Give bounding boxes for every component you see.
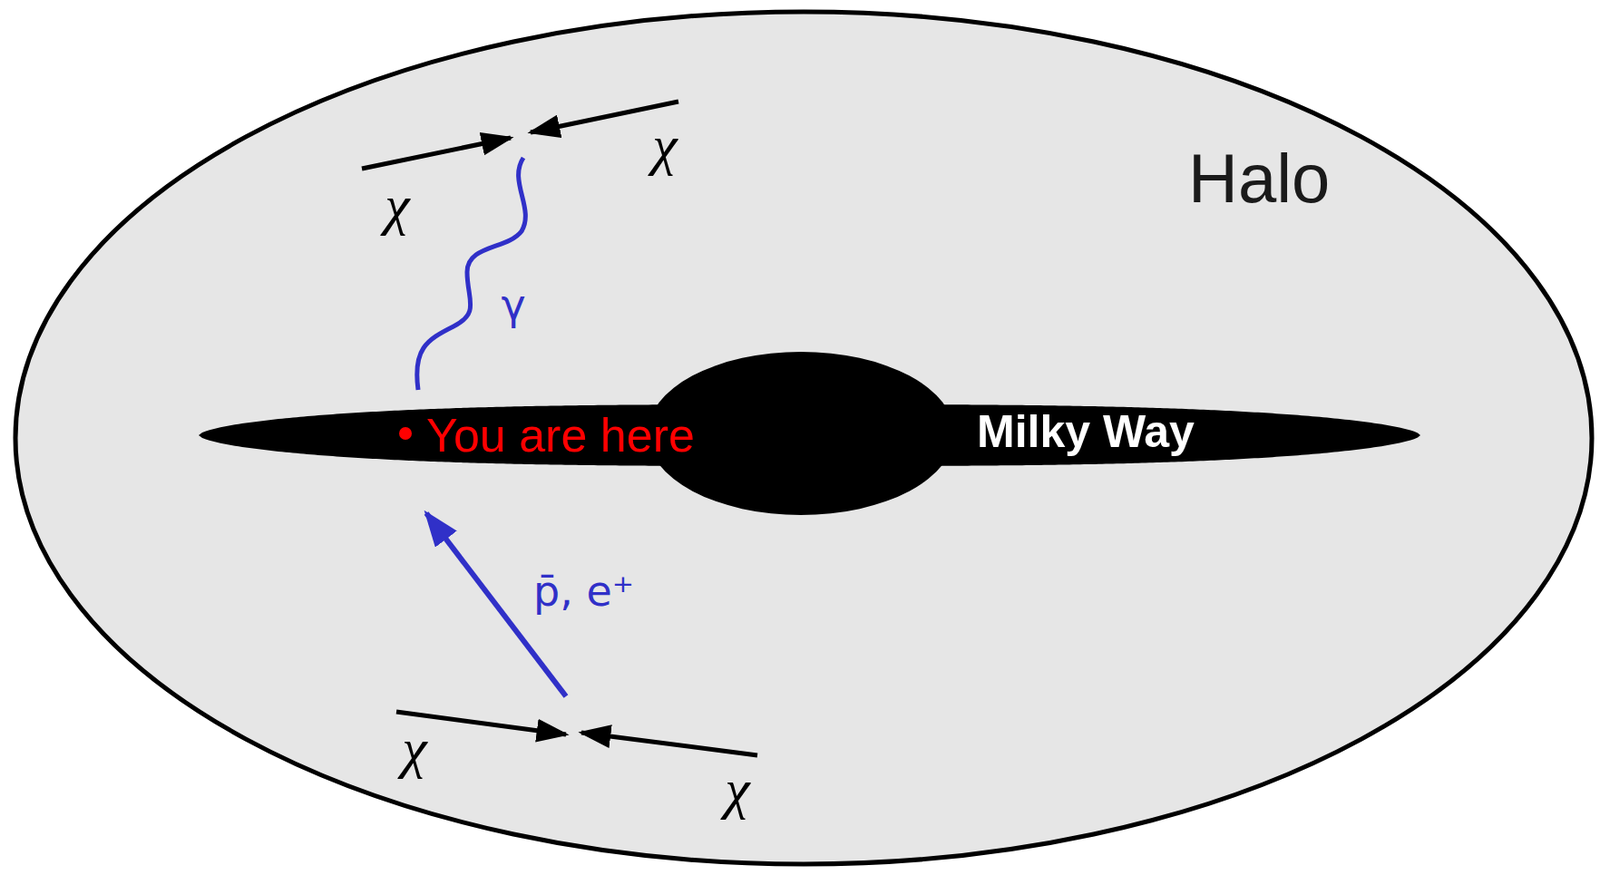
galaxy-label-wrap: Milky Way [976,409,1195,455]
particle-symbol: χ [724,760,750,818]
antiparticle-label: p̄, e⁺ [533,570,635,613]
region-label: Halo [1188,144,1330,214]
particle-symbol: χ [652,117,677,174]
galaxy-label: Milky Way [976,409,1195,455]
particle-arrow [581,732,758,756]
particle-symbol-wrap: χ [401,720,427,777]
particle-symbol-wrap: χ [724,760,750,818]
particle-symbol-wrap: χ [652,117,677,174]
galaxy-shape: You are here Milky Way [198,351,1421,516]
location-label-wrap: You are here [426,411,695,459]
particle-symbol: χ [384,176,410,234]
particle-arrow [361,137,511,169]
photon-squiggle [417,157,527,391]
halo-ellipse [15,11,1592,865]
region-label-wrap: Halo [1188,144,1330,214]
photon-symbol-wrap: γ [500,283,526,326]
galaxy-outline [198,351,1421,516]
particle-symbol-wrap: χ [384,176,410,234]
halo-region: You are here Milky Way Halo [12,9,1595,868]
location-label: You are here [426,411,695,459]
particle-symbol: χ [401,720,427,777]
antiparticle-label-wrap: p̄, e⁺ [533,570,635,613]
photon-symbol: γ [500,283,526,326]
location-dot [399,427,412,440]
